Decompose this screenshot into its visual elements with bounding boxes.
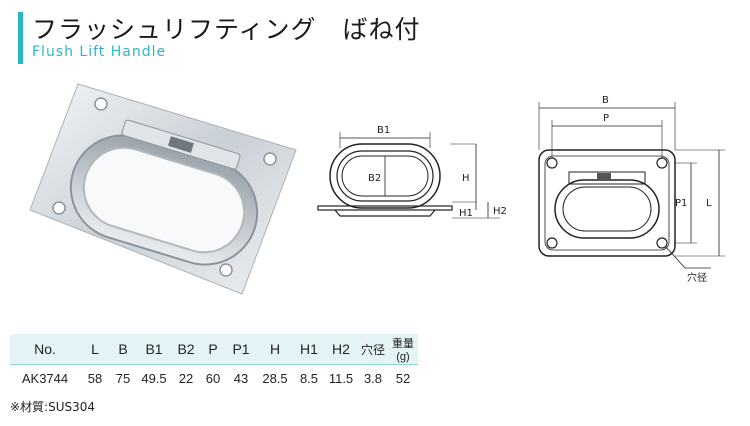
table-row: AK3744 58 75 49.5 22 60 43 28.5 8.5 11.5… (10, 364, 418, 391)
spec-table-header-row: No. L B B1 B2 P P1 H H1 H2 穴径 重量(g) (10, 334, 418, 365)
label-b2: B2 (368, 173, 381, 184)
col-l: L (80, 334, 110, 365)
col-h2: H2 (324, 334, 358, 365)
cell-p1: 43 (226, 364, 256, 391)
material-note: ※材質:SUS304 (10, 400, 96, 414)
col-b1: B1 (136, 334, 172, 365)
label-h2: H2 (493, 206, 507, 217)
cell-h2: 11.5 (324, 364, 358, 391)
spec-table: No. L B B1 B2 P P1 H H1 H2 穴径 重量(g) AK37… (10, 334, 418, 391)
col-b2: B2 (172, 334, 200, 365)
technical-drawing-side: B1 B2 H H1 H2 (317, 125, 507, 219)
col-p: P (200, 334, 226, 365)
cell-no: AK3744 (10, 364, 80, 391)
cell-h: 28.5 (256, 364, 294, 391)
col-p1: P1 (226, 334, 256, 365)
page-title: フラッシュリフティング ばね付 (32, 15, 421, 44)
label-h1: H1 (459, 208, 473, 219)
label-p: P (603, 113, 609, 124)
cell-b1: 49.5 (136, 364, 172, 391)
col-h1: H1 (294, 334, 324, 365)
cell-b: 75 (110, 364, 136, 391)
col-hole: 穴径 (358, 334, 388, 365)
cell-l: 58 (80, 364, 110, 391)
accent-bar (18, 12, 23, 64)
product-photo (29, 83, 297, 295)
col-h: H (256, 334, 294, 365)
cell-hole: 3.8 (358, 364, 388, 391)
cell-p: 60 (200, 364, 226, 391)
col-no: No. (10, 334, 80, 365)
cell-b2: 22 (172, 364, 200, 391)
page-subtitle: Flush Lift Handle (32, 44, 167, 60)
cell-weight: 52 (388, 364, 418, 391)
label-b1: B1 (377, 125, 390, 136)
label-hole: 穴径 (687, 271, 707, 284)
label-b: B (602, 95, 609, 106)
col-b: B (110, 334, 136, 365)
technical-drawing-front: B P P1 L 穴径 (538, 95, 725, 284)
label-p1: P1 (675, 198, 687, 209)
col-weight: 重量(g) (388, 334, 418, 365)
label-h: H (462, 173, 470, 184)
label-l: L (706, 198, 712, 209)
cell-h1: 8.5 (294, 364, 324, 391)
